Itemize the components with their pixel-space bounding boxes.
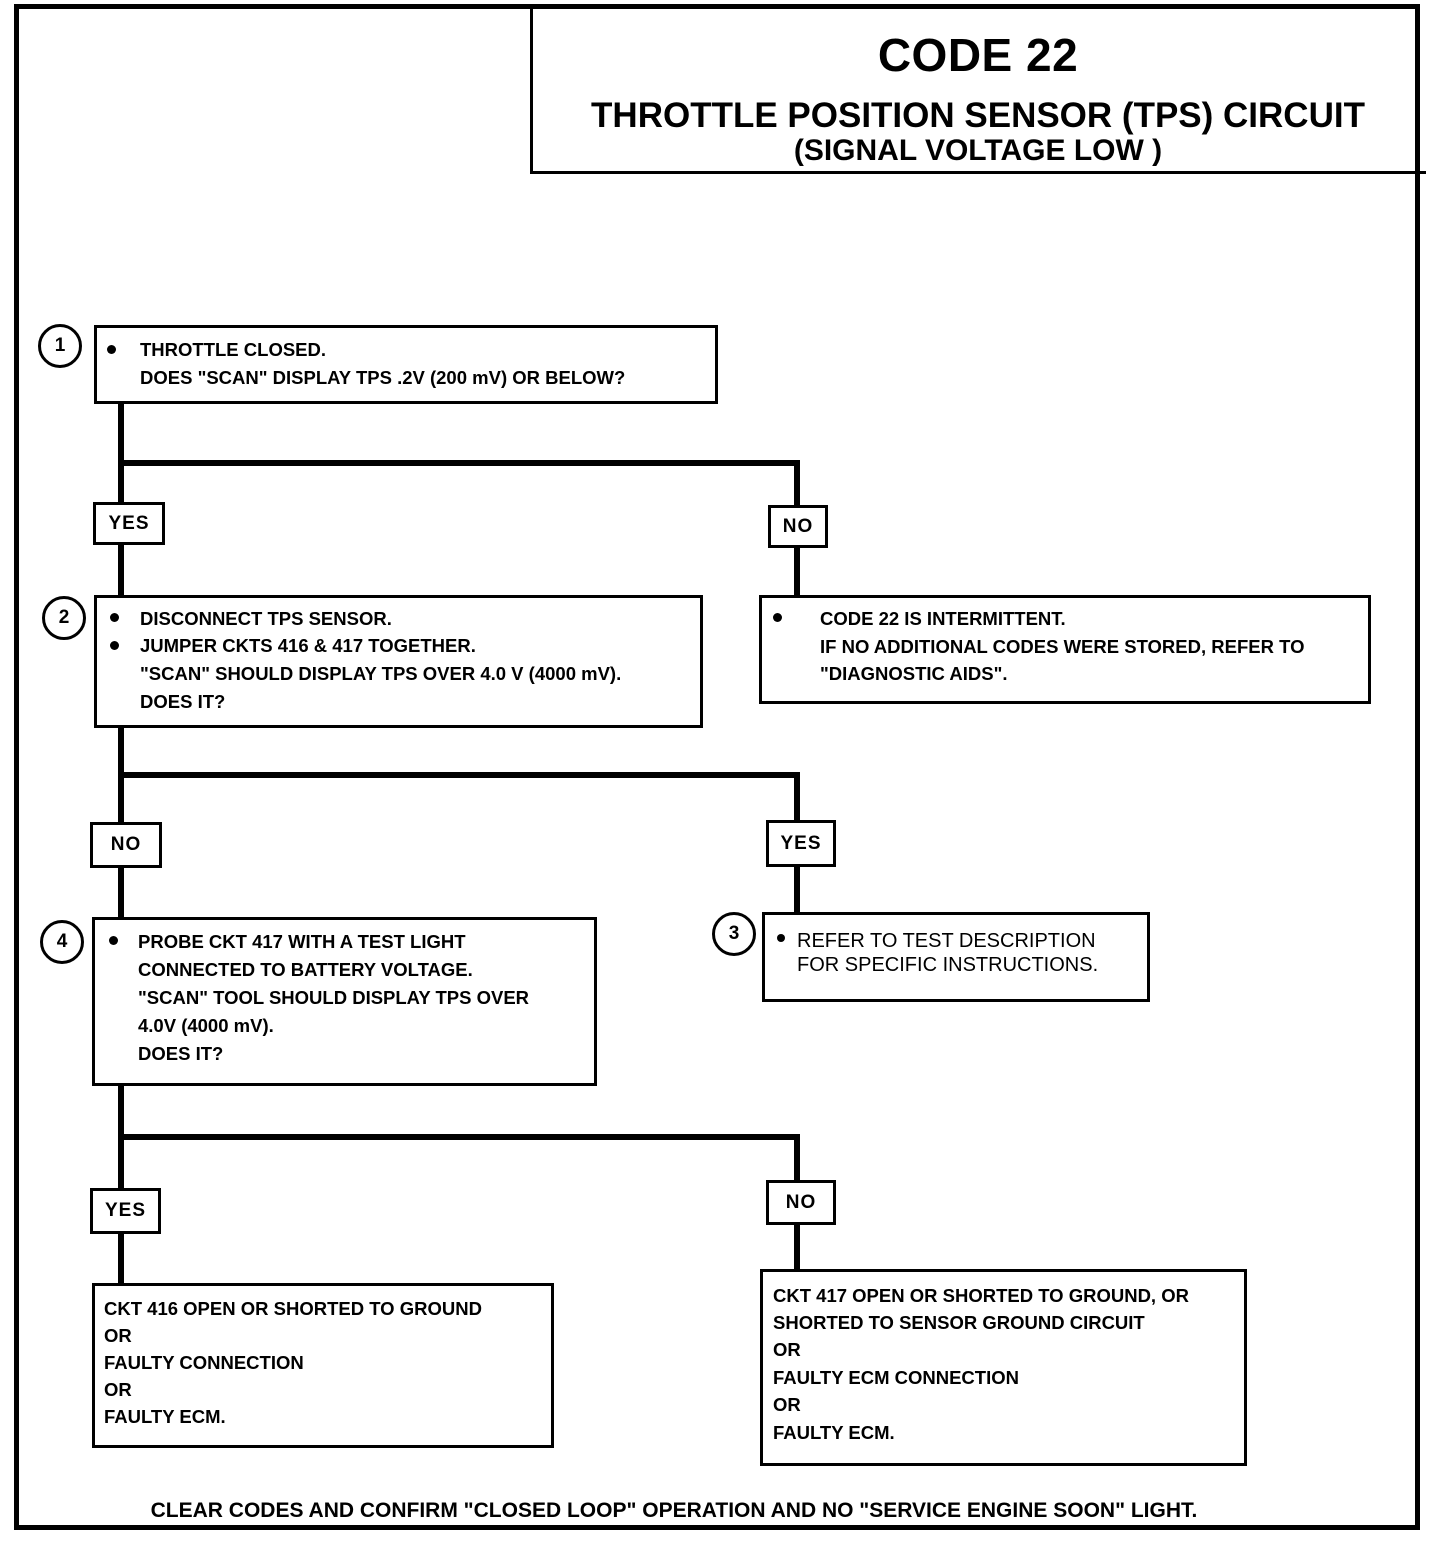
result-ckt417-box [760,1269,1247,1466]
code-title: CODE 22 [877,29,1079,81]
result-ckt417-text: CKT 417 OPEN OR SHORTED TO GROUND, OR [773,1285,1189,1306]
step-4-box [92,917,597,1086]
result-ckt416-text: OR [104,1379,132,1400]
branch-no-label: NO [766,1180,836,1225]
result-ckt416-text: FAULTY ECM. [104,1406,226,1427]
step-4-text: PROBE CKT 417 WITH A TEST LIGHT [138,931,466,952]
step-1-box [94,325,718,404]
step-2-text: DISCONNECT TPS SENSOR. [140,608,392,629]
bullet-icon [109,936,118,945]
step-2-text: "SCAN" SHOULD DISPLAY TPS OVER 4.0 V (40… [140,663,622,684]
connector [794,1134,800,1182]
step-2-text: DOES IT? [140,691,226,712]
diagram-frame [14,4,1420,1530]
connector [794,546,800,598]
result-ckt417-text: SHORTED TO SENSOR GROUND CIRCUIT [773,1312,1145,1333]
step-number-1: 1 [38,324,82,368]
step-3-box [762,912,1150,1002]
connector [118,1232,124,1286]
bullet-icon [110,613,119,622]
step-2-text: JUMPER CKTS 416 & 417 TOGETHER. [140,635,476,656]
bullet-icon [777,934,785,942]
intermittent-box [759,595,1371,704]
result-ckt416-text: CKT 416 OPEN OR SHORTED TO GROUND [104,1298,482,1319]
circuit-subtitle: (SIGNAL VOLTAGE LOW ) [793,134,1163,167]
intermittent-text: CODE 22 IS INTERMITTENT. [820,608,1066,629]
bullet-icon [110,641,119,650]
result-ckt416-text: OR [104,1325,132,1346]
bullet-icon [107,345,116,354]
connector [118,772,800,778]
result-ckt417-text: FAULTY ECM. [773,1422,895,1443]
step-number-2: 2 [42,596,86,640]
connector [794,865,800,915]
bullet-icon [773,613,782,622]
step-4-text: CONNECTED TO BATTERY VOLTAGE. [138,959,473,980]
step-1-text: THROTTLE CLOSED. [140,339,327,360]
connector [118,403,124,503]
circuit-title: THROTTLE POSITION SENSOR (TPS) CIRCUIT [591,96,1365,135]
step-4-text: 4.0V (4000 mV). [138,1015,274,1036]
branch-yes-label: YES [93,502,165,545]
connector [794,460,800,505]
connector [118,543,124,597]
step-4-text: "SCAN" TOOL SHOULD DISPLAY TPS OVER [138,987,530,1008]
branch-yes-label: YES [766,820,836,867]
branch-no-label: NO [90,822,162,868]
result-ckt416-text: FAULTY CONNECTION [104,1352,304,1373]
result-ckt417-text: OR [773,1394,801,1415]
step-3-text: FOR SPECIFIC INSTRUCTIONS. [797,954,1099,976]
branch-yes-label: YES [90,1188,161,1234]
step-number-3: 3 [712,912,756,956]
intermittent-text: IF NO ADDITIONAL CODES WERE STORED, REFE… [820,636,1305,657]
intermittent-text: "DIAGNOSTIC AIDS". [820,663,1008,684]
result-ckt417-text: OR [773,1339,801,1360]
result-ckt416-box [92,1283,554,1448]
connector [794,1222,800,1272]
step-1-text: DOES "SCAN" DISPLAY TPS .2V (200 mV) OR … [140,367,626,388]
step-3-text: REFER TO TEST DESCRIPTION [797,930,1096,952]
connector [118,460,800,466]
connector [794,772,800,822]
step-4-text: DOES IT? [138,1043,224,1064]
connector [118,1134,800,1140]
footer-note: CLEAR CODES AND CONFIRM "CLOSED LOOP" OP… [150,1499,1198,1522]
result-ckt417-text: FAULTY ECM CONNECTION [773,1367,1019,1388]
connector [118,866,124,920]
step-number-4: 4 [40,920,84,964]
branch-no-label: NO [768,505,828,548]
title-box [530,6,1426,174]
step-2-box [94,595,703,728]
